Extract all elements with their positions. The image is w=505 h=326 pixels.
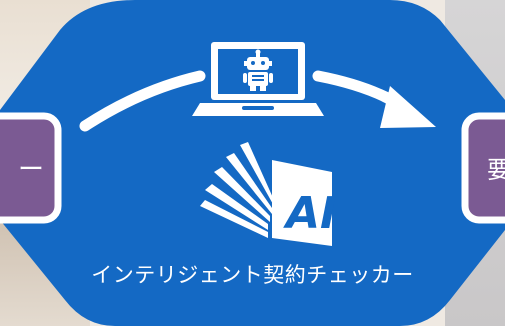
arrow-head-icon	[380, 86, 436, 128]
ai-book-icon: AI	[200, 142, 336, 246]
right-step-box	[461, 112, 505, 224]
product-name-label: インテリジェント契約チェッカー	[91, 263, 414, 287]
left-step-label: ー	[18, 155, 45, 185]
curved-arrow-icon	[79, 70, 206, 132]
left-step-box	[0, 112, 62, 224]
svg-text:AI: AI	[283, 188, 336, 239]
right-step-label: 要	[487, 156, 505, 184]
robot-icon	[243, 49, 273, 91]
laptop-icon	[192, 42, 324, 116]
